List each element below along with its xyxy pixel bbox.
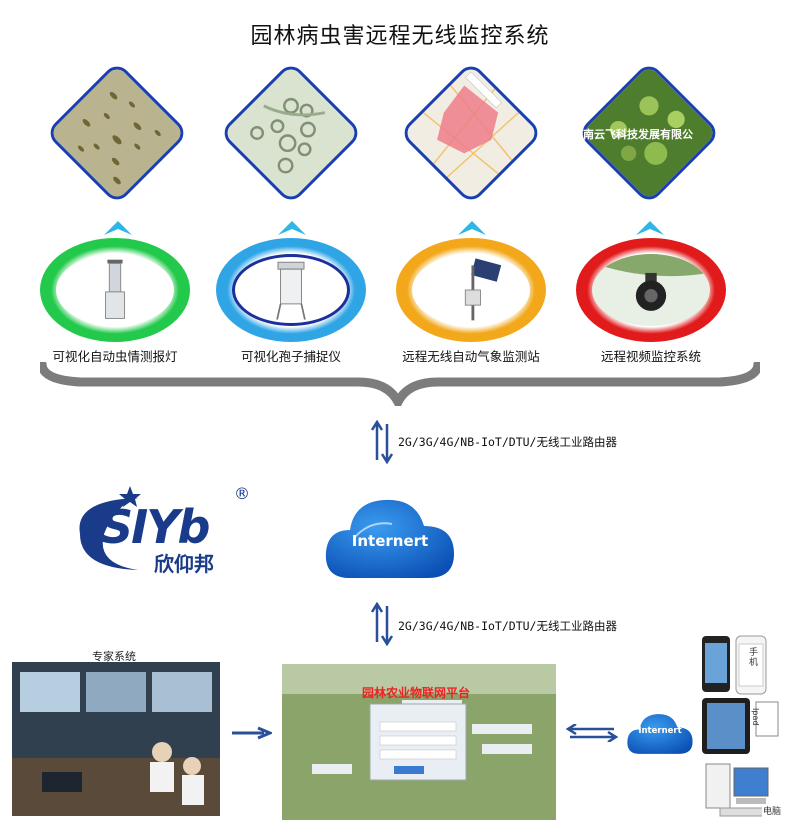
device-caption: 远程视频监控系统 xyxy=(600,349,701,364)
spore-photo xyxy=(218,60,364,206)
cloud-label: Internert xyxy=(351,532,429,550)
device-caption: 可视化孢子捕捉仪 xyxy=(240,349,341,364)
network-label: 2G/3G/4G/NB-IoT/DTU/无线工业路由器 xyxy=(398,619,617,633)
chevron-up-icon xyxy=(278,221,306,235)
brace-connector xyxy=(40,362,760,406)
computer-device: 电脑 xyxy=(700,762,788,820)
internet-cloud: Internert xyxy=(320,480,460,590)
platform-screenshot: 园林农业物联网平台 xyxy=(282,664,556,820)
device-label: Ipad xyxy=(751,708,760,726)
device-caption: 可视化自动虫情测报灯 xyxy=(52,349,178,364)
page-title: 园林病虫害远程无线监控系统 xyxy=(250,24,550,49)
expert-room-photo xyxy=(12,662,220,816)
phone-device: 手机 xyxy=(700,634,778,696)
logo-letters: SIYb xyxy=(100,500,210,554)
spore-trap-ring xyxy=(216,238,366,342)
bidirectional-arrow-icon xyxy=(566,724,618,742)
device-label: 手机 xyxy=(749,648,759,668)
device-label: 电脑 xyxy=(762,804,783,817)
network-label: 2G/3G/4G/NB-IoT/DTU/无线工业路由器 xyxy=(398,435,617,449)
video-camera-ring xyxy=(576,238,726,342)
expert-label: 专家系统 xyxy=(92,650,136,663)
tablet-device: Ipad xyxy=(700,696,786,756)
chevron-up-icon xyxy=(636,221,664,235)
company-logo: SIYb ® 欣仰邦 xyxy=(74,482,254,578)
logo-chinese: 欣仰邦 xyxy=(154,552,214,576)
cloud-label: Internert xyxy=(638,726,682,736)
chevron-up-icon xyxy=(104,221,132,235)
video-photo-text: 南云飞科技发展有限公 xyxy=(583,128,693,141)
insect-lamp-ring xyxy=(40,238,190,342)
bidirectional-arrow-icon xyxy=(370,602,394,646)
weather-map-photo xyxy=(398,60,544,206)
arrow-right-icon xyxy=(232,726,272,740)
video-tree-photo xyxy=(576,60,722,206)
device-caption: 远程无线自动气象监测站 xyxy=(402,349,540,364)
logo-registered: ® xyxy=(234,484,250,503)
bidirectional-arrow-icon xyxy=(370,420,394,464)
weather-station-ring xyxy=(396,238,546,342)
platform-title: 园林农业物联网平台 xyxy=(362,686,471,700)
chevron-up-icon xyxy=(458,221,486,235)
internet-cloud-small: Internert xyxy=(624,704,696,760)
insect-photo xyxy=(44,60,190,206)
